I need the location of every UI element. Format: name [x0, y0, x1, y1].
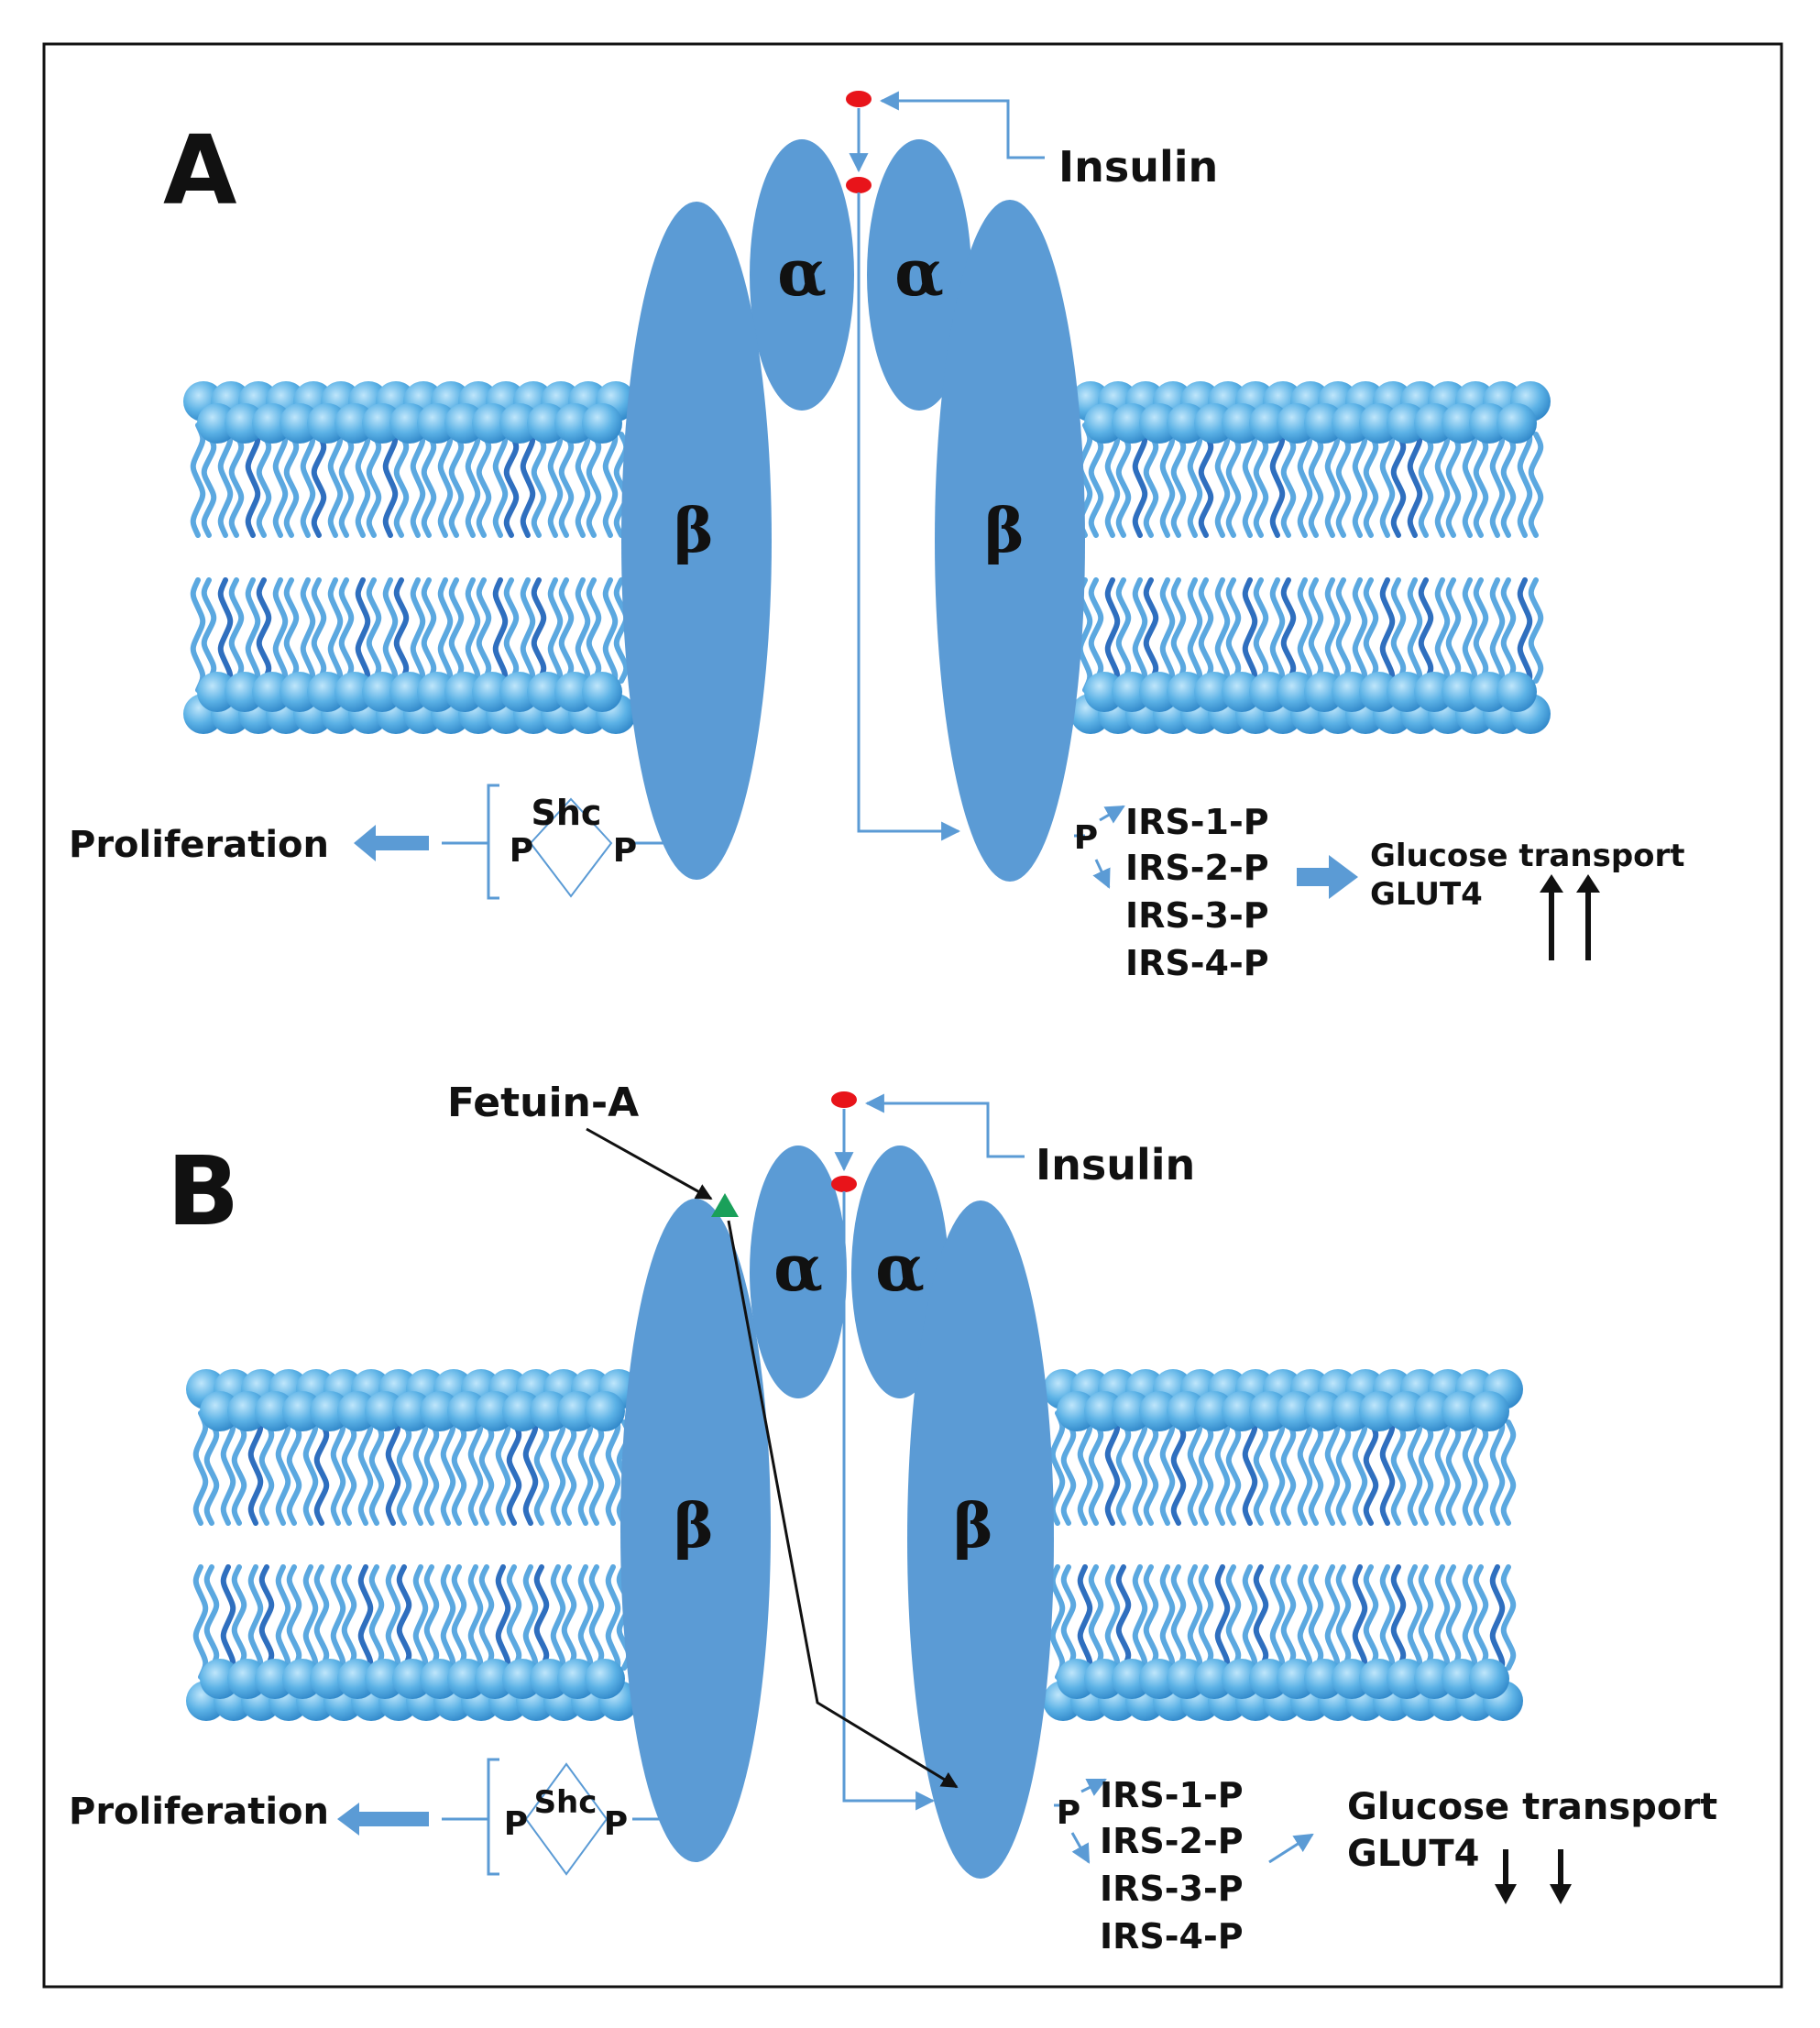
panel-a-glucose-transport-label: Glucose transport: [1370, 838, 1685, 874]
panel-b-irs-2: IRS-2-P: [1100, 1821, 1244, 1861]
panel-a-insulin-pointer: [879, 91, 1045, 159]
panel-a-irs-1: IRS-1-P: [1125, 802, 1269, 842]
panel-b-insulin-molecule: [831, 1091, 857, 1108]
panel-b-alpha-label-left: α: [773, 1230, 823, 1306]
panel-b-irs-arrow-up: [1080, 1778, 1107, 1796]
panel-b-p-right: P: [604, 1805, 628, 1843]
panel-a-beta-subunit-right: [935, 200, 1085, 882]
panel-b-irs-3: IRS-3-P: [1100, 1869, 1244, 1909]
panel-b-fetuin-inhibition-arrow: [727, 1220, 959, 1789]
panel-a-irs-arrow-down: [1092, 859, 1111, 889]
panel-b-alpha-subunit-left: [750, 1146, 847, 1398]
panel-a-insulin-label: Insulin: [1058, 142, 1218, 192]
panel-b-glut4-label: GLUT4: [1347, 1833, 1480, 1875]
panel-a-beta-subunit-left: [621, 202, 772, 880]
panel-a-irs-arrow-up: [1099, 805, 1125, 824]
panel-b: B α α β β Insulin Fetuin-A Shc P P Proli…: [69, 1080, 1717, 1957]
panel-b-irs-1: IRS-1-P: [1100, 1775, 1244, 1815]
panel-b-beta-label-right: β: [953, 1490, 993, 1562]
panel-b-fetuin-label: Fetuin-A: [447, 1080, 639, 1126]
panel-b-irs-4: IRS-4-P: [1100, 1916, 1244, 1957]
panel-b-glucose-transport-label: Glucose transport: [1347, 1786, 1717, 1828]
up-double-arrow-icon: [1540, 874, 1600, 960]
panel-b-irs-arrow-down: [1070, 1832, 1091, 1864]
panel-a-shc-diamond: [529, 797, 613, 898]
panel-b-fetuin-pointer: [586, 1127, 713, 1200]
panel-b-insulin-label: Insulin: [1036, 1140, 1195, 1189]
panel-a-shc-label: Shc: [532, 793, 602, 833]
panel-a-proliferation-arrow: [354, 825, 429, 861]
panel-a-beta-label-left: β: [674, 495, 714, 566]
panel-a-membrane: [183, 381, 1551, 734]
panel-a-irs-2: IRS-2-P: [1125, 848, 1269, 888]
panel-b-p-left: P: [504, 1805, 528, 1843]
panel-a-p-irs: P: [1074, 819, 1098, 857]
panel-a-bracket: [442, 784, 499, 900]
panel-a-proliferation-label: Proliferation: [69, 824, 329, 866]
panel-b-glucose-arrow: [1268, 1833, 1314, 1864]
panel-a-irs-3: IRS-3-P: [1125, 895, 1269, 936]
panel-a-alpha-subunit-right: [867, 139, 971, 411]
panel-a-letter: A: [163, 115, 237, 226]
panel-a-alpha-label-right: α: [894, 235, 944, 311]
panel-a-beta-label-right: β: [984, 495, 1025, 566]
panel-b-p-irs: P: [1057, 1794, 1080, 1832]
panel-b-shc-diamond: [524, 1762, 608, 1876]
panel-b-fetuin-molecule: [711, 1193, 739, 1217]
panel-b-letter: B: [167, 1135, 239, 1247]
panel-a-irs-4: IRS-4-P: [1125, 943, 1269, 983]
panel-b-proliferation-label: Proliferation: [69, 1791, 329, 1833]
panel-a-p-left: P: [510, 832, 533, 870]
panel-a-glut4-label: GLUT4: [1370, 876, 1483, 913]
panel-b-membrane: [186, 1369, 1523, 1721]
panel-a-glucose-arrow: [1297, 855, 1358, 899]
panel-b-insulin-bound: [831, 1176, 857, 1192]
panel-b-proliferation-arrow: [337, 1803, 429, 1836]
panel-b-beta-subunit-right: [907, 1200, 1054, 1879]
panel-b-bracket: [442, 1758, 499, 1876]
panel-b-beta-subunit-left: [620, 1199, 771, 1862]
panel-b-insulin-pointer: [864, 1093, 1025, 1158]
panel-a: A α α β β Insulin Shc P P Proliferation …: [69, 91, 1685, 983]
panel-a-signal-arrow: [857, 192, 961, 841]
panel-a-p-right: P: [613, 832, 637, 870]
panel-b-shc-label: Shc: [534, 1784, 598, 1821]
panel-a-insulin-molecule: [846, 91, 872, 107]
panel-a-alpha-subunit-left: [750, 139, 854, 411]
panel-a-insulin-bound: [846, 177, 872, 193]
panel-a-alpha-label-left: α: [777, 235, 827, 311]
figure-border: [42, 42, 1783, 1989]
panel-b-beta-label-left: β: [674, 1490, 714, 1562]
panel-b-alpha-label-right: α: [875, 1230, 925, 1306]
down-double-arrow-icon: [1495, 1849, 1572, 1904]
panel-b-signal-arrow: [842, 1191, 936, 1811]
